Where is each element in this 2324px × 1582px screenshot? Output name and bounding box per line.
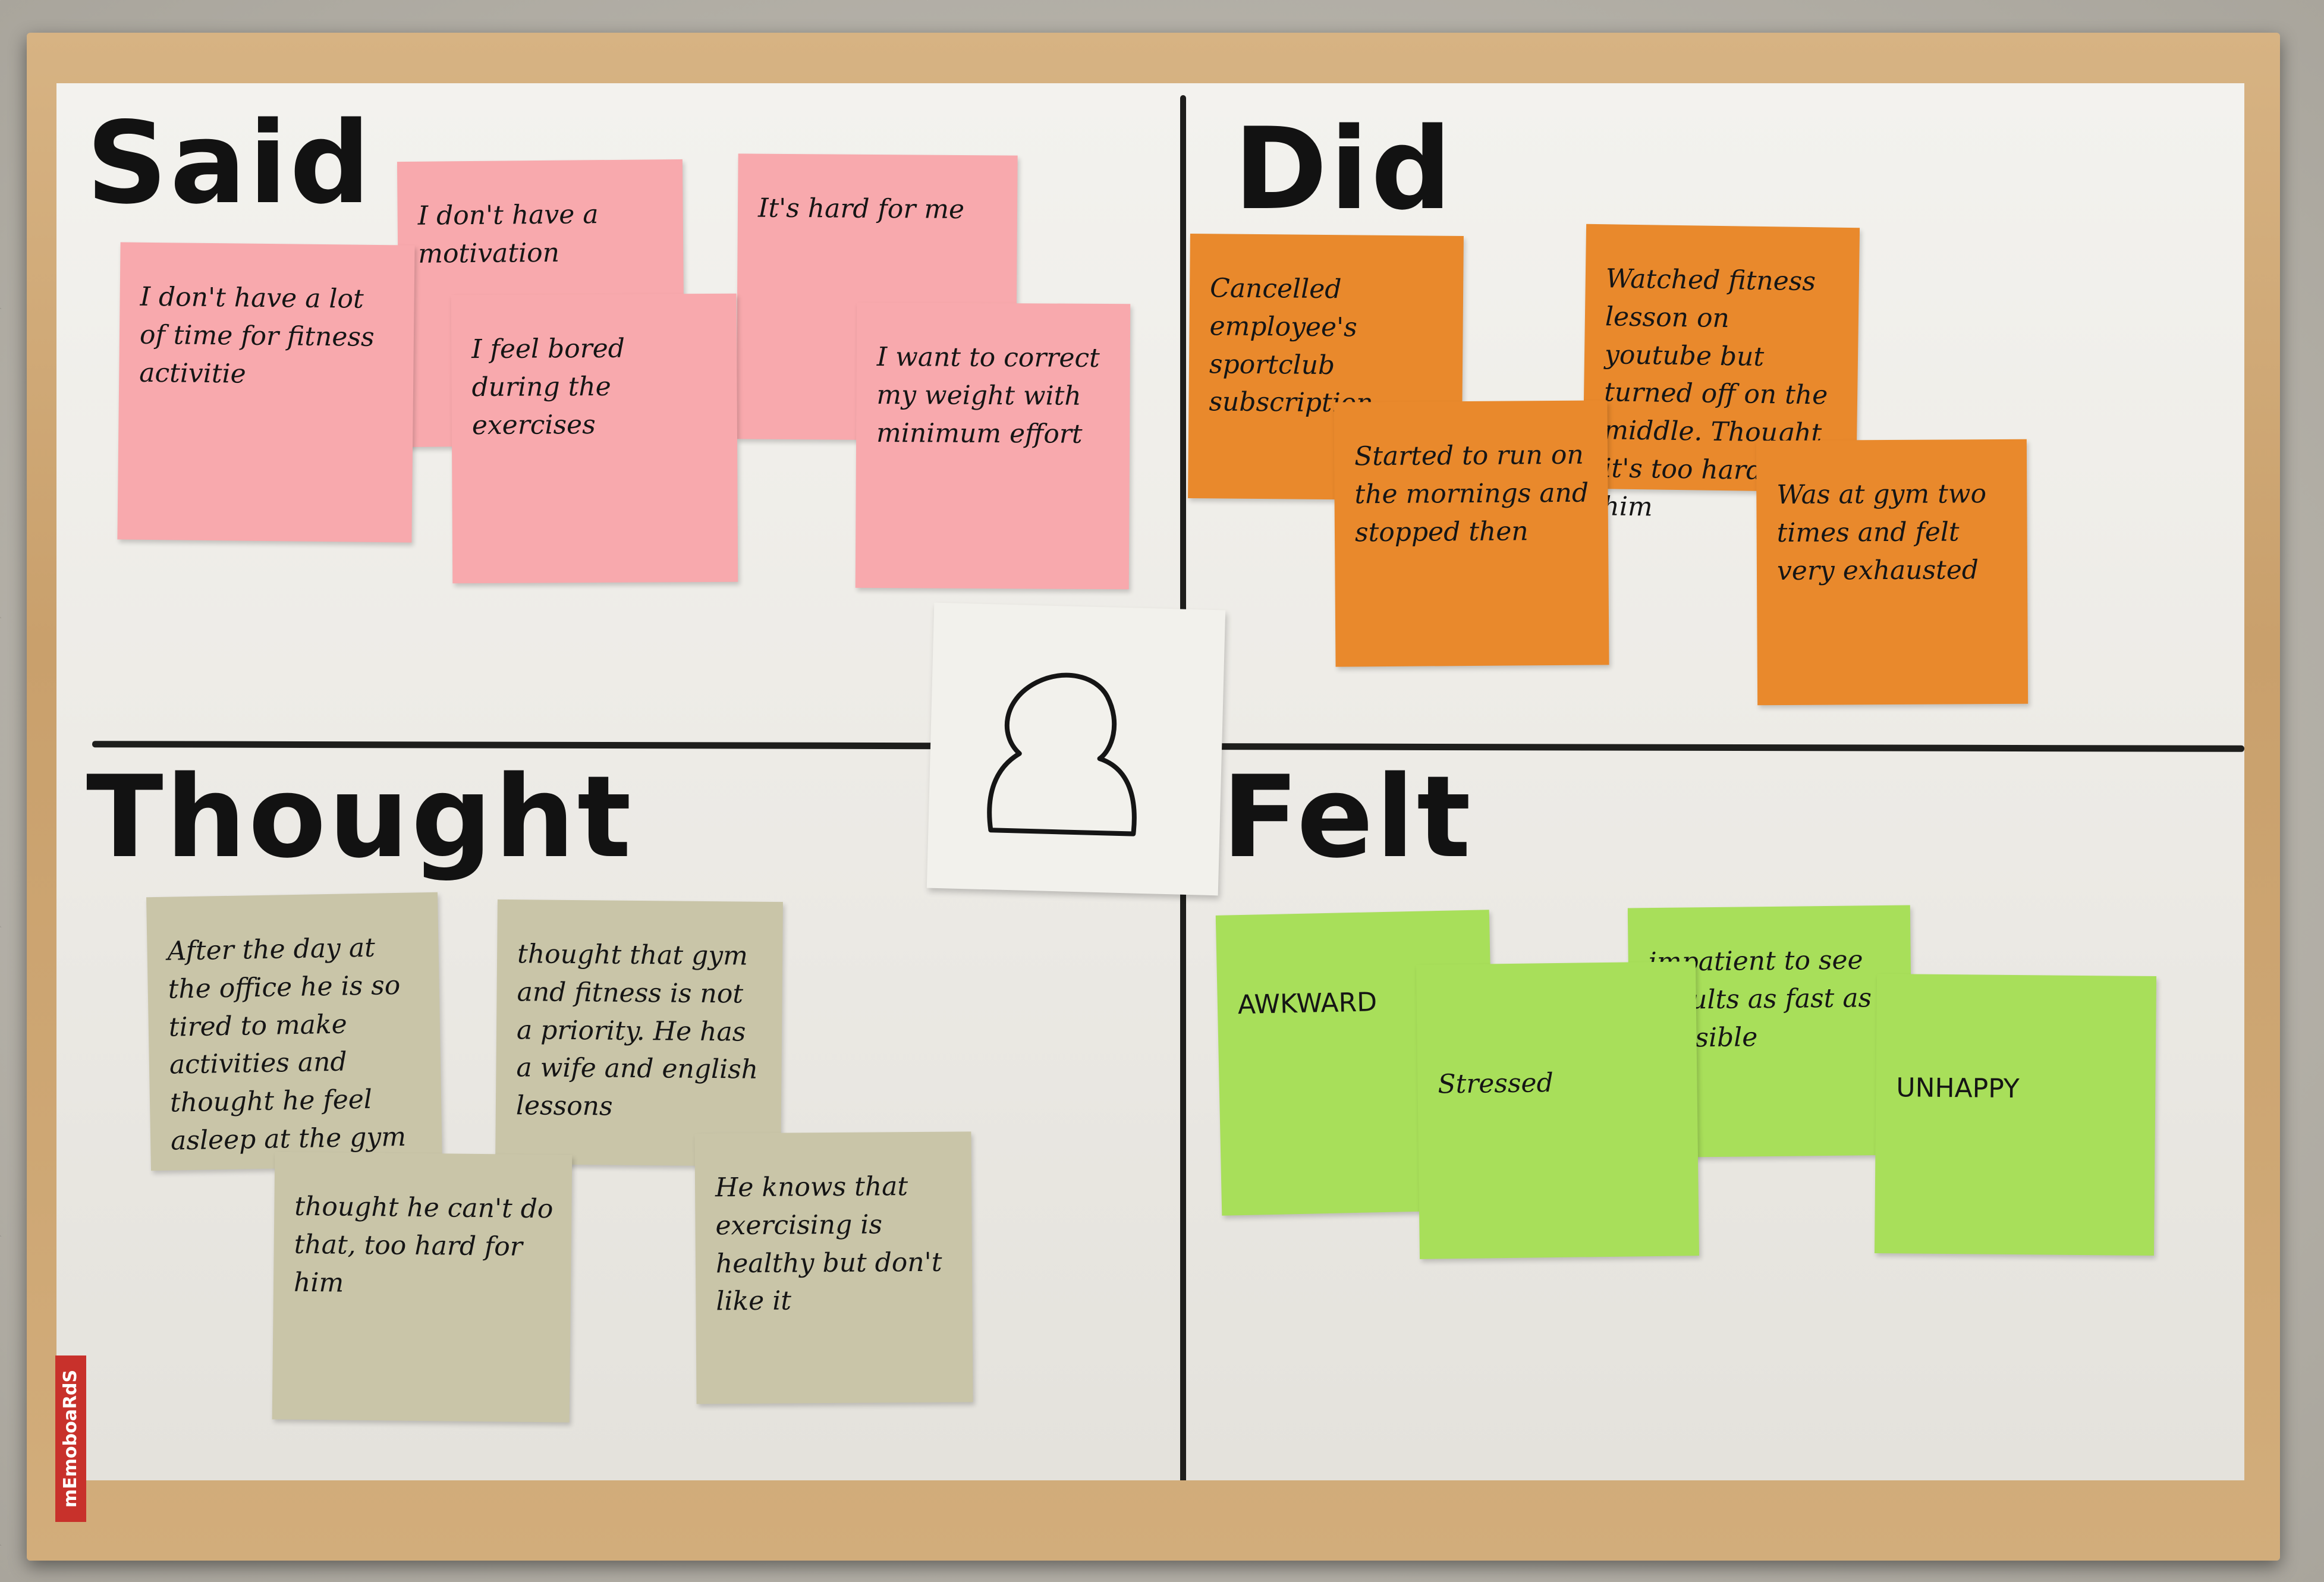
thought-note: After the day at the office he is so tir…: [146, 892, 442, 1171]
quadrant-heading-felt: Felt: [1222, 751, 1473, 883]
person-icon: [987, 672, 1137, 836]
thought-note: He knows that exercising is healthy but …: [694, 1131, 973, 1404]
said-note: I want to correct my weight with minimum…: [855, 302, 1131, 590]
thought-note: thought he can't do that, too hard for h…: [272, 1152, 573, 1423]
whiteboard: Said Did Thought Felt I don't have a mot…: [56, 83, 2244, 1480]
quadrant-heading-thought: Thought: [86, 751, 634, 883]
did-note: Started to run on the mornings and stopp…: [1334, 400, 1609, 667]
thought-note: thought that gym and fitness is not a pr…: [495, 899, 783, 1167]
felt-note: UNHAPPY: [1874, 973, 2157, 1256]
quadrant-heading-said: Said: [86, 98, 373, 229]
persona-card: [926, 602, 1226, 896]
quadrant-heading-did: Did: [1234, 103, 1454, 235]
felt-note: Stressed: [1416, 961, 1700, 1259]
said-note: I feel bored during the exercises: [451, 293, 738, 584]
brand-label: mEmoboaRdS: [55, 1355, 86, 1522]
said-note: I don't have a lot of time for fitness a…: [117, 242, 415, 543]
did-note: Was at gym two times and felt very exhau…: [1756, 439, 2029, 706]
